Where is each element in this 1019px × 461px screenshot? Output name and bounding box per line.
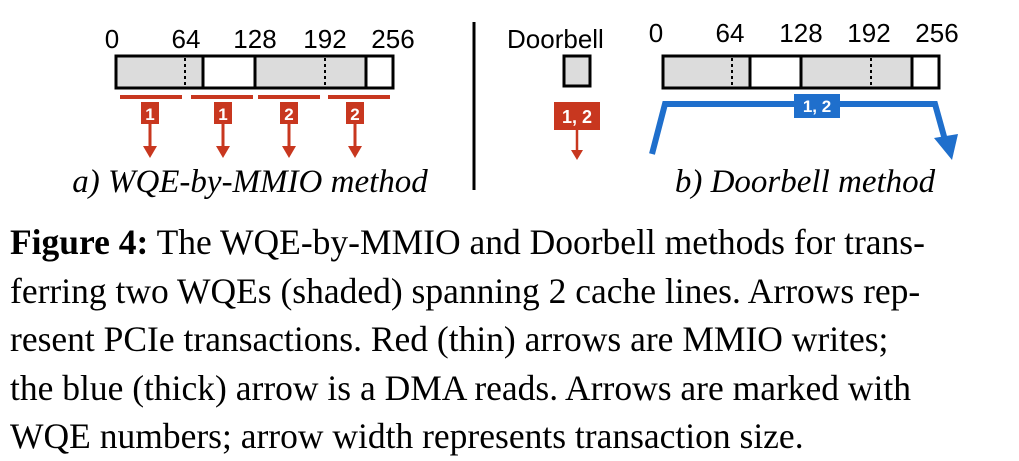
panel-a-label: a) WQE-by-MMIO method bbox=[72, 164, 428, 200]
mmio-arrow-1a: 1 bbox=[120, 95, 182, 158]
mmio-arrow-2a: 2 bbox=[258, 95, 320, 158]
figure-caption: Figure 4: The WQE-by-MMIO and Doorbell m… bbox=[10, 218, 1010, 461]
wqe-buffer-a bbox=[114, 54, 395, 90]
doorbell-register bbox=[562, 54, 592, 88]
tick-b-0: 0 bbox=[649, 18, 663, 48]
doorbell-label: Doorbell bbox=[507, 24, 604, 54]
mmio-arrow-label: 2 bbox=[350, 105, 359, 124]
tick-a-256: 256 bbox=[371, 24, 414, 54]
caption-line-4: the blue (thick) arrow is a DMA reads. A… bbox=[10, 367, 912, 408]
wqe1-segment-b bbox=[661, 54, 752, 90]
cacheline-dividers-b bbox=[731, 58, 872, 86]
mmio-arrow-label: 2 bbox=[284, 105, 293, 124]
doorbell-mmio-arrow: 1, 2 bbox=[554, 102, 600, 160]
caption-line-2: ferring two WQEs (shaded) spanning 2 cac… bbox=[10, 270, 921, 311]
wqe2-segment-b bbox=[799, 54, 914, 90]
caption-line-5: WQE numbers; arrow width represents tran… bbox=[10, 416, 804, 456]
wqe2-segment-a bbox=[253, 54, 368, 90]
mmio-arrow-1b: 1 bbox=[191, 95, 253, 158]
tick-b-256: 256 bbox=[915, 18, 958, 48]
tick-b-192: 192 bbox=[847, 18, 890, 48]
tail-segment-b bbox=[910, 54, 941, 90]
dma-arrow-label: 1, 2 bbox=[803, 97, 831, 116]
tick-a-192: 192 bbox=[303, 24, 346, 54]
tick-a-128: 128 bbox=[233, 24, 276, 54]
caption-line-3: resent PCIe transactions. Red (thin) arr… bbox=[10, 319, 889, 359]
tick-b-128: 128 bbox=[779, 18, 822, 48]
wqe-buffer-b bbox=[661, 54, 941, 90]
tick-a-64: 64 bbox=[172, 24, 201, 54]
cacheline-dividers-a bbox=[184, 58, 326, 86]
tick-b-64: 64 bbox=[716, 18, 745, 48]
diagram: 0 64 128 192 256 1 1 bbox=[72, 18, 958, 200]
caption-text-1: The WQE-by-MMIO and Doorbell methods for… bbox=[156, 222, 925, 262]
tick-a-0: 0 bbox=[105, 24, 119, 54]
tail-segment-a bbox=[364, 54, 395, 90]
mmio-arrows-a: 1 1 2 2 bbox=[120, 95, 390, 158]
mmio-arrow-2b: 2 bbox=[328, 95, 390, 158]
gap-segment-a bbox=[201, 54, 257, 90]
panel-b-label: b) Doorbell method bbox=[675, 164, 936, 200]
mmio-arrow-label: 1 bbox=[145, 105, 154, 124]
doorbell-arrow-label: 1, 2 bbox=[562, 107, 592, 127]
figure-label: Figure 4: bbox=[10, 222, 149, 262]
caption-line-1: Figure 4: The WQE-by-MMIO and Doorbell m… bbox=[10, 218, 1010, 267]
mmio-arrow-label: 1 bbox=[218, 105, 227, 124]
dma-read-arrow: 1, 2 bbox=[649, 94, 958, 160]
gap-segment-b bbox=[748, 54, 803, 90]
wqe1-segment-a bbox=[114, 54, 205, 90]
